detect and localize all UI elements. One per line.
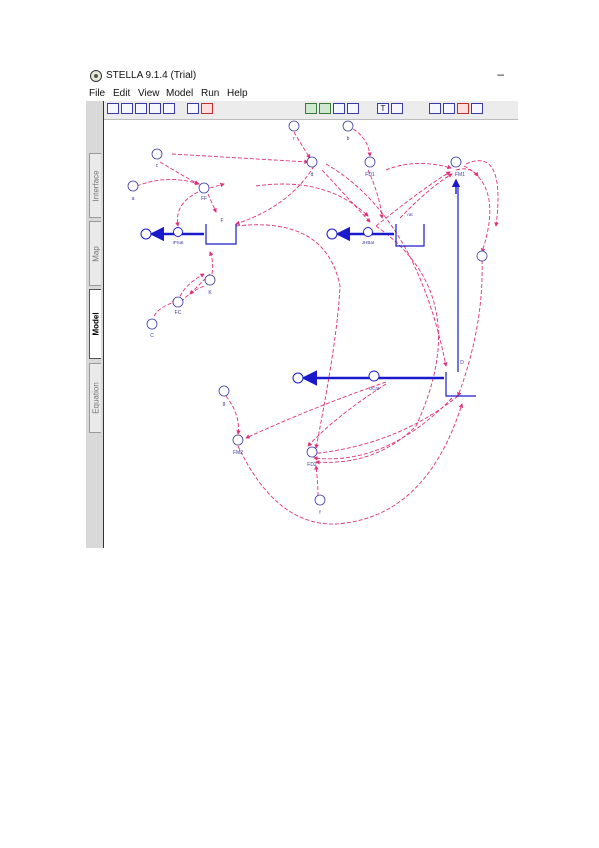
flow-valves: [173, 227, 380, 382]
stock-upper-left[interactable]: [205, 224, 237, 245]
converter-tool-icon[interactable]: [135, 103, 147, 114]
converter-fc: [146, 318, 158, 330]
tab-equation[interactable]: Equation: [89, 363, 101, 433]
converter-c: [151, 148, 163, 160]
pointer-tool-icon[interactable]: [429, 103, 441, 114]
converter-fm2: [306, 446, 318, 458]
connector-tool-icon[interactable]: [149, 103, 161, 114]
label-ff: FF: [201, 196, 207, 202]
converter-ff: [198, 182, 210, 194]
converter-g: [232, 434, 244, 446]
dynamite-tool-icon[interactable]: [457, 103, 469, 114]
valve-dcat-icon[interactable]: [368, 370, 380, 382]
label-c-lower: C: [150, 333, 154, 339]
converter-fm1: [450, 156, 462, 168]
minimize-button[interactable]: –: [497, 67, 504, 81]
stocks: [205, 186, 476, 397]
converters: [127, 120, 488, 506]
cloud-dcat-sink-icon: [292, 372, 304, 384]
title-bar: STELLA 9.1.4 (Trial) –: [86, 66, 518, 88]
converter-d-lower: [218, 385, 230, 397]
label-fd2: FD2: [307, 462, 317, 468]
graph-tool-icon[interactable]: [305, 103, 317, 114]
menu-model[interactable]: Model: [166, 88, 194, 99]
picture-tool-icon[interactable]: [391, 103, 403, 114]
label-ipsat: IPSat: [172, 240, 184, 245]
stella-app-icon: [90, 70, 102, 82]
label-fm1: FM1: [455, 172, 465, 178]
stock-lower[interactable]: [445, 372, 476, 397]
diagram-labels: c a FF r b d FD1 FM1 F IPSat K FC C rat …: [132, 136, 466, 516]
ghost-tool-icon[interactable]: [471, 103, 483, 114]
label-fd1: FD1: [365, 172, 375, 178]
menu-help[interactable]: Help: [227, 88, 248, 99]
label-jhbat: JHBat: [362, 240, 375, 245]
label-d: d: [311, 172, 314, 178]
menu-run[interactable]: Run: [201, 88, 220, 99]
tab-map[interactable]: Map: [89, 221, 101, 286]
cloud-ipsat-sink-icon: [140, 228, 152, 240]
label-fm2: FM2: [233, 450, 243, 456]
hand-tool-icon[interactable]: [443, 103, 455, 114]
stock-tool-icon[interactable]: [107, 103, 119, 114]
converter-a: [127, 180, 139, 192]
label-c: c: [156, 163, 159, 169]
flows: [149, 178, 461, 386]
decision-tool-icon[interactable]: [163, 103, 175, 114]
connectors: [136, 125, 499, 525]
stella-window: STELLA 9.1.4 (Trial) – File Edit View Mo…: [86, 66, 518, 548]
converter-c-right: [476, 250, 488, 262]
converter-f: [204, 274, 216, 286]
menu-bar: File Edit View Model Run Help: [86, 88, 518, 101]
label-f-lower: f: [319, 510, 321, 516]
converter-r: [288, 120, 300, 132]
converter-b: [342, 120, 354, 132]
label-b: b: [347, 136, 350, 142]
sector-tool-icon[interactable]: [347, 103, 359, 114]
label-g: g: [223, 401, 226, 407]
valve-jhbat-icon[interactable]: [363, 227, 373, 237]
menu-file[interactable]: File: [89, 88, 106, 99]
converter-k: [172, 296, 184, 308]
eraser-tool-icon[interactable]: [201, 103, 213, 114]
converter-fd1: [364, 156, 376, 168]
tab-model[interactable]: Model: [89, 289, 101, 359]
tab-interface[interactable]: Interface: [89, 153, 101, 218]
numeric-display-icon[interactable]: [333, 103, 345, 114]
label-dcat: DCat: [369, 386, 380, 391]
help-tool-icon[interactable]: [187, 103, 199, 114]
label-f: F: [220, 218, 223, 224]
label-fc: FC: [175, 310, 182, 316]
label-a: a: [132, 196, 135, 202]
stock-upper-right[interactable]: [395, 224, 425, 247]
clouds: [140, 228, 338, 384]
label-d-stock: D: [460, 360, 464, 366]
text-tool-icon[interactable]: T: [377, 103, 389, 114]
menu-edit[interactable]: Edit: [113, 88, 131, 99]
converter-fd2: [314, 494, 326, 506]
label-rat: rat: [407, 212, 413, 217]
menu-view[interactable]: View: [138, 88, 160, 99]
label-r: r: [293, 136, 295, 142]
flow-tool-icon[interactable]: [121, 103, 133, 114]
label-k: K: [208, 290, 212, 296]
model-diagram-canvas[interactable]: c a FF r b d FD1 FM1 F IPSat K FC C rat …: [86, 66, 518, 548]
converter-d: [306, 156, 318, 168]
view-tabs: Interface Map Model Equation: [86, 101, 104, 548]
valve-ipsat-icon[interactable]: [173, 227, 183, 237]
table-tool-icon[interactable]: [319, 103, 331, 114]
cloud-jhbat-sink-icon: [326, 228, 338, 240]
window-title: STELLA 9.1.4 (Trial): [106, 70, 197, 81]
toolbar: T: [102, 101, 518, 120]
